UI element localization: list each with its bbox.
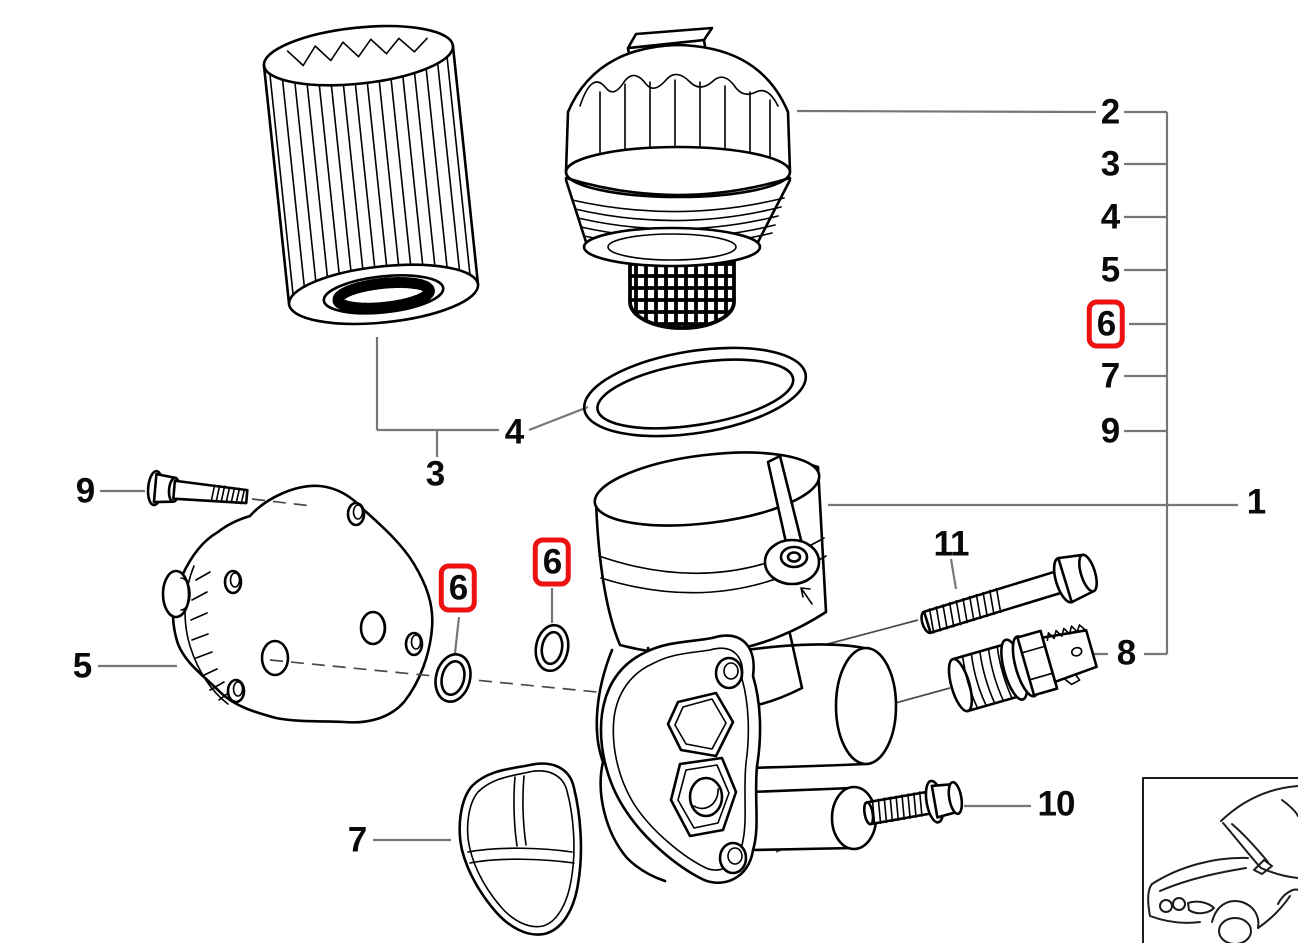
callout-11[interactable]: 11: [933, 524, 970, 564]
large-o-ring: [582, 346, 808, 438]
callout-leader-lines: [98, 109, 1238, 842]
callout-3-filter[interactable]: 3: [425, 454, 445, 494]
callout-6-ladder-highlighted[interactable]: 6: [1086, 299, 1126, 349]
bolt-9-axis-line: [251, 498, 313, 507]
callout-10[interactable]: 10: [1037, 784, 1076, 824]
callout-7-ladder[interactable]: 7: [1100, 356, 1120, 396]
bolt-11: [920, 553, 1098, 635]
callout-1[interactable]: 1: [1246, 482, 1266, 522]
bolt-10: [862, 779, 964, 826]
cover-plate: [161, 484, 434, 724]
small-o-ring-right: [534, 623, 570, 673]
callout-6-left-highlighted[interactable]: 6: [438, 563, 478, 613]
bmw-car-outline: [1147, 785, 1298, 943]
callout-9-ladder[interactable]: 9: [1100, 411, 1120, 451]
filter-cap: [564, 26, 792, 330]
bolt-9: [146, 469, 249, 507]
callout-4-ladder[interactable]: 4: [1100, 197, 1120, 237]
o-ring-axis-line: [269, 659, 598, 693]
callout-5-ladder[interactable]: 5: [1100, 250, 1120, 290]
callout-2-ladder[interactable]: 2: [1100, 92, 1120, 132]
callout-6-right-highlighted[interactable]: 6: [532, 537, 572, 587]
callout-7-gasket[interactable]: 7: [347, 820, 367, 860]
oil-pressure-sensor: [947, 624, 1098, 713]
callout-3-ladder[interactable]: 3: [1100, 144, 1120, 184]
gasket: [458, 762, 583, 936]
car-thumbnail: [1142, 777, 1298, 943]
oil-filter-element: [262, 24, 480, 326]
callout-5-plate[interactable]: 5: [72, 646, 92, 686]
callout-9-bolt[interactable]: 9: [75, 471, 95, 511]
oil-filter-housing: [593, 451, 898, 885]
thumbnail-frame: [1142, 777, 1298, 943]
small-o-ring-left: [434, 653, 472, 703]
callout-8[interactable]: 8: [1116, 633, 1136, 673]
callout-4-oring[interactable]: 4: [504, 412, 524, 452]
